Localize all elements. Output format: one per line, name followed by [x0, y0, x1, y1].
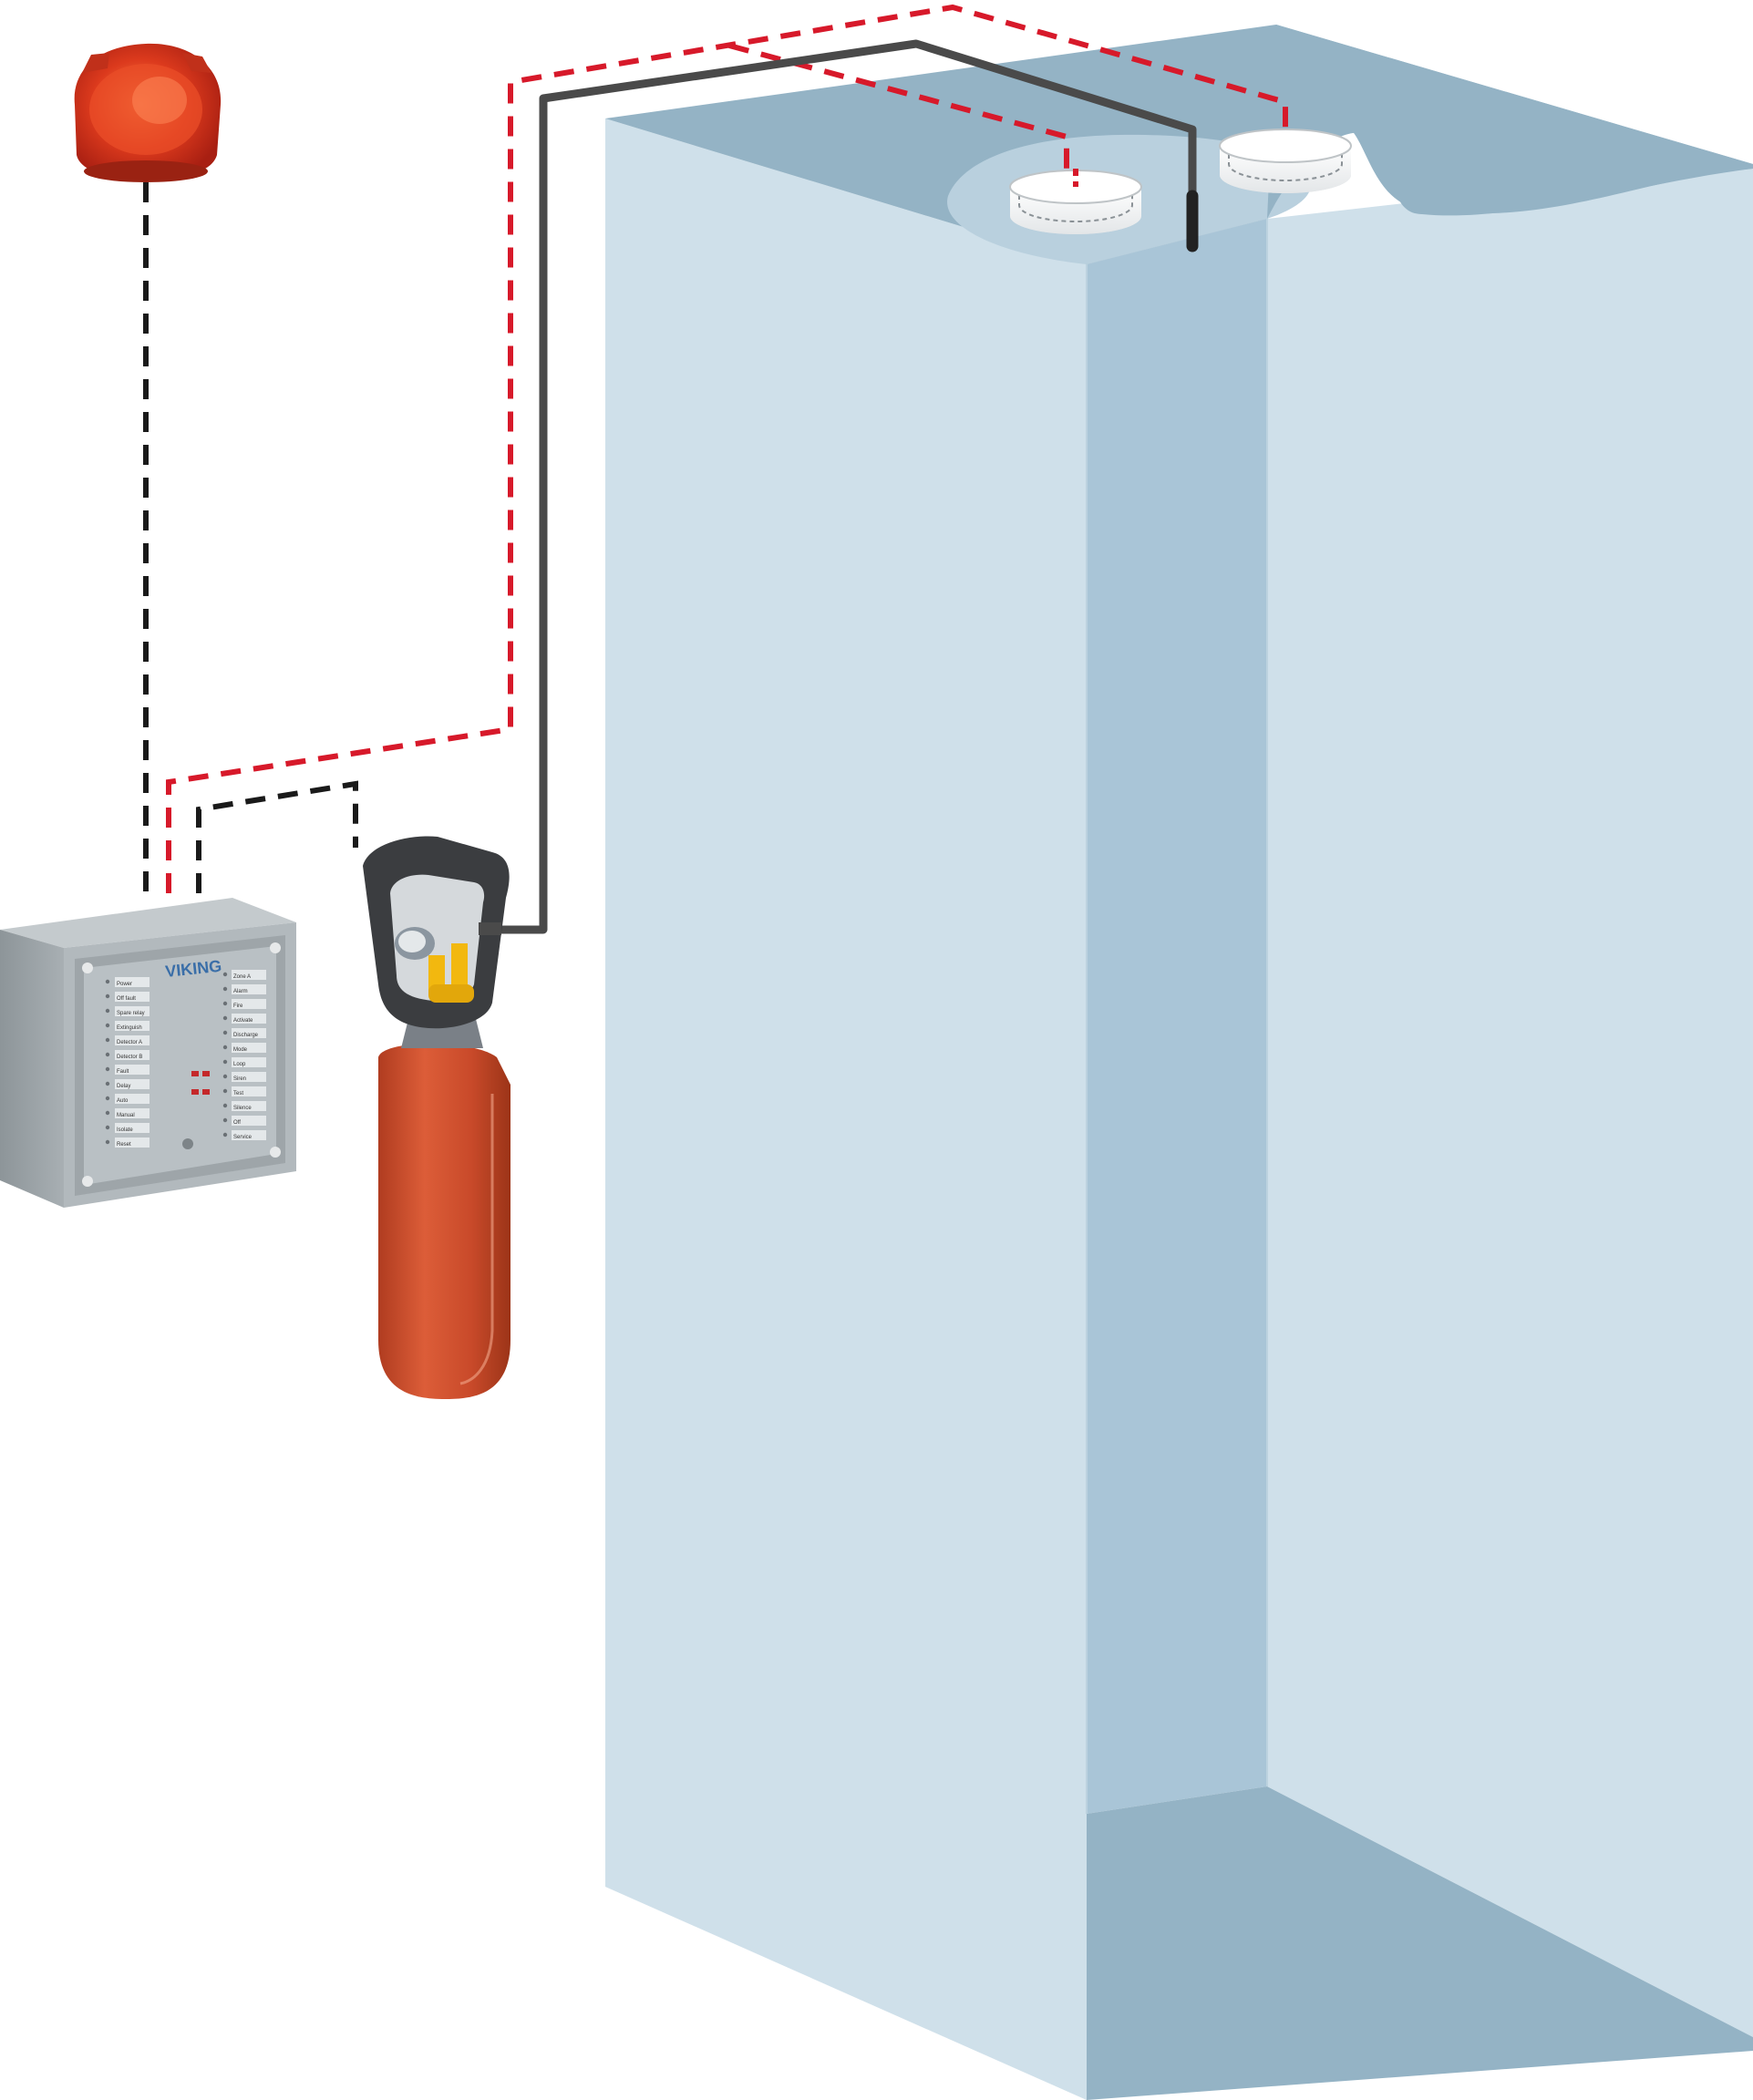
panel-label-slot [232, 1043, 266, 1053]
panel-label-left: Auto [117, 1098, 129, 1104]
panel-led [222, 1059, 228, 1065]
panel-led [105, 1037, 110, 1043]
cabinet-left-face [605, 118, 1087, 2100]
panel-label-right: Activate [233, 1018, 253, 1024]
panel-label-slot [115, 1065, 150, 1075]
cabinet-top-right [1267, 25, 1753, 219]
panel-label-right: Service [233, 1135, 253, 1140]
panel-label-slot [115, 1006, 150, 1016]
panel-label-right: Test [233, 1091, 243, 1096]
cylinder-body [378, 1044, 510, 1399]
panel-label-slot [232, 1101, 266, 1111]
panel-label-slot [232, 999, 266, 1009]
panel-label-slot [232, 1072, 266, 1082]
panel-led [105, 1139, 110, 1145]
panel-label-left: Off fault [117, 996, 136, 1002]
panel-led [222, 1074, 228, 1079]
panel-led [222, 986, 228, 992]
panel-led [105, 1081, 110, 1086]
smoke-detector-right [1219, 129, 1352, 193]
panel-led [222, 1045, 228, 1050]
panel-led [222, 1132, 228, 1138]
panel-label-slot [115, 1035, 150, 1045]
panel-label-slot [232, 970, 266, 980]
panel-led [105, 1052, 110, 1057]
panel-led [222, 972, 228, 977]
panel-label-slot [232, 1130, 266, 1140]
panel-label-left: Detector B [117, 1055, 142, 1060]
panel-label-slot [232, 984, 266, 994]
panel-label-right: Silence [233, 1106, 252, 1111]
panel-led [105, 1008, 110, 1014]
discharge-pipe [492, 39, 1199, 934]
panel-label-slot [115, 1123, 150, 1133]
panel-indicator [191, 1089, 199, 1095]
gas-cylinder-icon [363, 836, 510, 1399]
warning-beacon-icon [74, 43, 222, 182]
panel-led [105, 979, 110, 984]
panel-indicator [202, 1089, 210, 1095]
panel-label-slot [232, 1028, 266, 1038]
panel-led [105, 1066, 110, 1072]
panel-led [222, 1001, 228, 1006]
panel-label-slot [232, 1057, 266, 1067]
panel-led [222, 1117, 228, 1123]
panel-label-right: Discharge [233, 1033, 259, 1038]
smoke-detector-left [1009, 169, 1142, 234]
protected-cabinet [605, 25, 1753, 2100]
panel-led [105, 1096, 110, 1101]
panel-label-left: Fault [117, 1069, 129, 1075]
panel-led [222, 1015, 228, 1021]
panel-label-slot [232, 1014, 266, 1024]
panel-label-right: Siren [233, 1076, 246, 1082]
panel-led [222, 1088, 228, 1094]
panel-label-slot [115, 1138, 150, 1148]
panel-led [105, 1023, 110, 1028]
panel-label-slot [115, 1108, 150, 1118]
panel-label-left: Manual [117, 1113, 135, 1118]
panel-led [222, 1103, 228, 1108]
panel-label-right: Alarm [233, 989, 248, 994]
panel-label-left: Power [117, 982, 132, 987]
panel-label-left: Extinguish [117, 1025, 142, 1031]
panel-label-slot [232, 1116, 266, 1126]
panel-label-left: Isolate [117, 1127, 133, 1133]
red-detector-wiring [166, 4, 1288, 893]
panel-label-left: Reset [117, 1142, 131, 1148]
panel-label-right: Off [233, 1120, 241, 1126]
black-signal-wiring [143, 182, 358, 893]
panel-label-slot [115, 1094, 150, 1104]
panel-led [105, 1125, 110, 1130]
panel-label-right: Mode [233, 1047, 248, 1053]
panel-key-switch [182, 1138, 193, 1149]
panel-label-right: Zone A [233, 974, 251, 980]
cabinet-floor [1087, 1786, 1753, 2100]
panel-label-slot [115, 992, 150, 1002]
panel-label-slot [115, 977, 150, 987]
panel-label-slot [115, 1050, 150, 1060]
cabinet-right-face [1267, 164, 1753, 2037]
panel-label-right: Fire [233, 1004, 243, 1009]
panel-label-right: Loop [233, 1062, 246, 1067]
panel-label-slot [232, 1086, 266, 1096]
panel-label-slot [115, 1079, 150, 1089]
panel-led [105, 1110, 110, 1116]
panel-led [105, 993, 110, 999]
panel-label-slot [115, 1021, 150, 1031]
panel-led [222, 1030, 228, 1035]
panel-label-left: Spare relay [117, 1011, 145, 1016]
panel-indicator [202, 1071, 210, 1076]
panel-label-left: Delay [117, 1084, 130, 1089]
cabinet-inner-wall [1087, 219, 1267, 1814]
panel-indicator [191, 1071, 199, 1076]
panel-label-left: Detector A [117, 1040, 142, 1045]
